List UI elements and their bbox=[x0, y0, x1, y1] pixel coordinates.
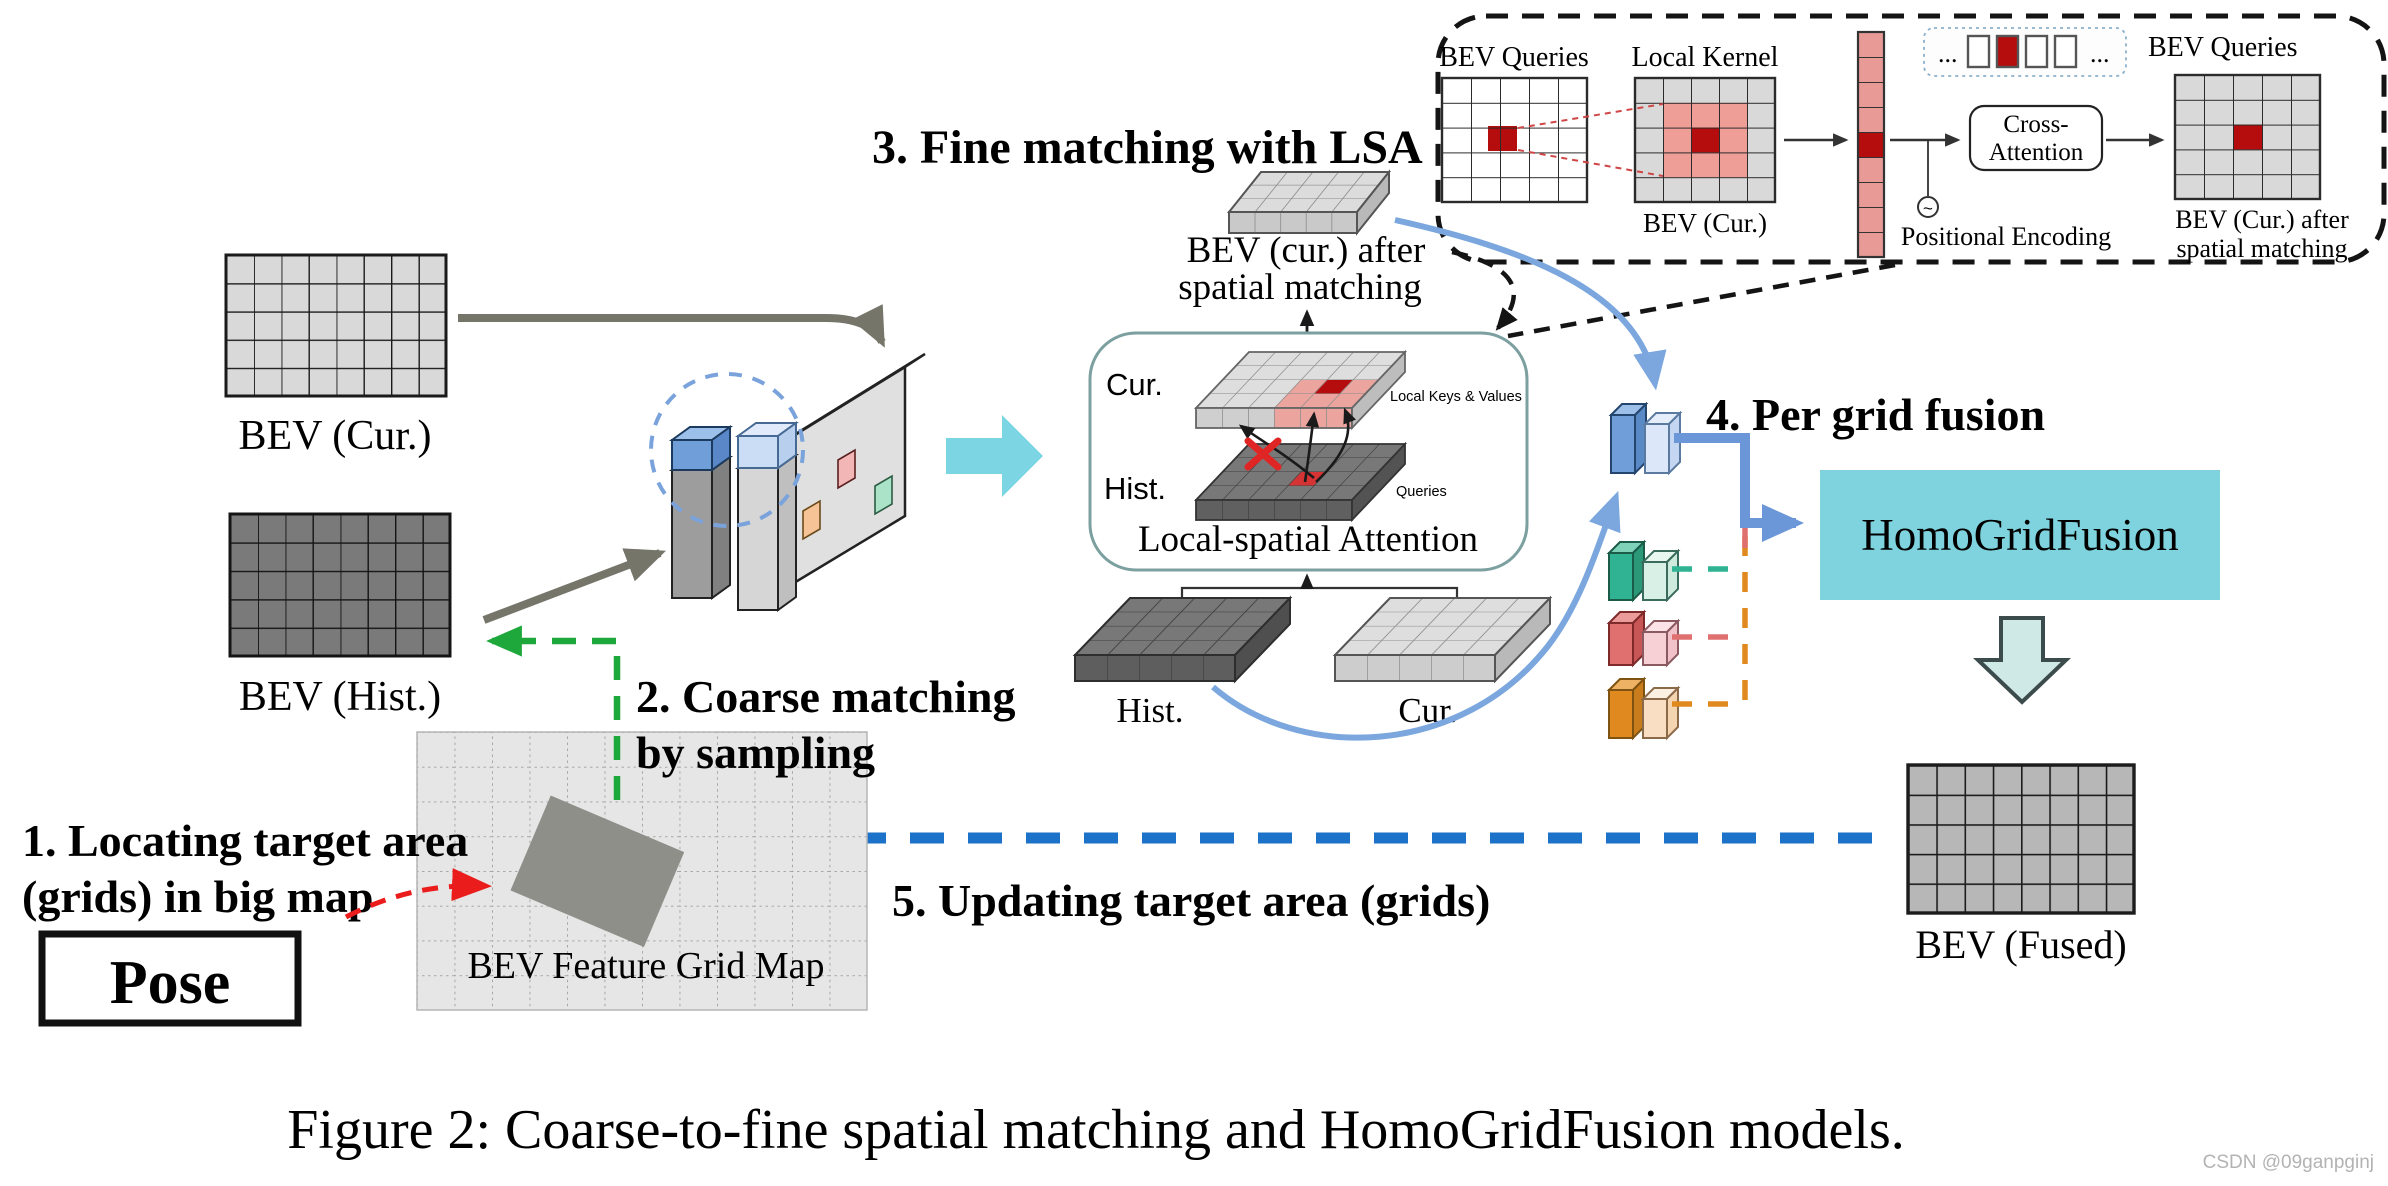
bev-feature-stack bbox=[649, 352, 926, 612]
bev-hist-label: BEV (Hist.) bbox=[239, 674, 441, 720]
inset-local-kernel-grid bbox=[1633, 76, 1777, 204]
lsa-hist-slab bbox=[1193, 441, 1408, 523]
bev-fused-label: BEV (Fused) bbox=[1915, 922, 2126, 967]
coarse-matching-dashed-arrow bbox=[486, 625, 621, 800]
orange-chip bbox=[802, 499, 821, 541]
map-label: BEV Feature Grid Map bbox=[467, 945, 824, 987]
pe-symbol: ~ bbox=[1923, 199, 1933, 218]
dots-right: ... bbox=[2090, 39, 2110, 68]
light-slab-front bbox=[737, 467, 779, 611]
pose-label: Pose bbox=[110, 949, 231, 1017]
inset-callout-line-left bbox=[1451, 249, 1518, 331]
crossed-out-icon bbox=[1244, 437, 1282, 471]
token-cell bbox=[2024, 34, 2049, 69]
cross-attention-box: Cross- Attention bbox=[1968, 104, 2104, 172]
bev-cur-after-slab bbox=[1226, 169, 1392, 236]
cross-attention-line1: Cross- bbox=[2003, 111, 2068, 138]
homogridfusion-box: HomoGridFusion bbox=[1820, 470, 2220, 600]
green-grid-feature-pair bbox=[1606, 539, 1681, 603]
step1-heading-line2: (grids) in big map bbox=[22, 871, 373, 922]
sampled-region-dashed-circle bbox=[649, 372, 805, 528]
queries-label: Queries bbox=[1396, 484, 1447, 500]
blue-curve-hist-to-fusion bbox=[1211, 490, 1621, 741]
kernel-link-dash-bottom bbox=[1517, 149, 1664, 177]
hist-input-slab bbox=[1072, 595, 1293, 684]
dark-slab-front bbox=[671, 469, 713, 599]
step2-heading-line2: by sampling bbox=[636, 727, 875, 778]
fused-output-arrow-icon bbox=[1973, 616, 2071, 705]
target-area-rect bbox=[510, 795, 685, 947]
bev-fused-grid bbox=[1906, 763, 2136, 915]
homogridfusion-label: HomoGridFusion bbox=[1861, 510, 2179, 560]
inset-callout-line-right bbox=[1507, 262, 1896, 339]
lsa-title: Local-spatial Attention bbox=[1138, 519, 1478, 560]
inset-after-label-1: BEV (Cur.) after bbox=[2175, 205, 2349, 234]
blue-curve-after-to-fusion bbox=[1394, 217, 1667, 391]
positional-encoding-label: Positional Encoding bbox=[1901, 222, 2111, 251]
inset-after-label-2: spatial matching bbox=[2176, 234, 2347, 263]
lsa-detail-inset: BEV Queries Local Kernel BEV (Cur.) ~ Po… bbox=[1435, 13, 2387, 265]
lsa-hist-label: Hist. bbox=[1104, 471, 1166, 506]
step2-heading-line1: 2. Coarse matching bbox=[636, 671, 1015, 722]
cyan-block-arrow-icon bbox=[946, 415, 1043, 497]
dots-left: ... bbox=[1938, 39, 1958, 68]
bev-hist-grid bbox=[228, 512, 452, 658]
inset-bev-queries-grid bbox=[1440, 76, 1589, 204]
local-spatial-attention-box: Cur. Hist. Local Keys & Values Queries bbox=[1088, 331, 1529, 572]
light-slab-side bbox=[777, 453, 797, 612]
after-slab-label-2: spatial matching bbox=[1178, 267, 1422, 308]
pose-box: Pose bbox=[38, 930, 302, 1027]
gray-arrow-cur-to-stack bbox=[458, 304, 886, 348]
fusion-connector bbox=[1674, 433, 1804, 543]
step1-heading-line1: 1. Locating target area bbox=[22, 815, 468, 866]
bev-cur-label: BEV (Cur.) bbox=[239, 413, 432, 459]
cur-input-label: Cur. bbox=[1398, 691, 1457, 730]
lightblue-cube-front bbox=[737, 435, 779, 469]
figure-caption: Figure 2: Coarse-to-fine spatial matchin… bbox=[287, 1099, 1905, 1161]
step3-heading: 3. Fine matching with LSA bbox=[872, 121, 1423, 174]
red-grid-feature-pair bbox=[1606, 609, 1681, 668]
token-cell bbox=[1966, 34, 1991, 69]
step4-heading: 4. Per grid fusion bbox=[1706, 389, 2045, 440]
inset-result-grid bbox=[2173, 73, 2322, 201]
gray-arrow-hist-to-stack bbox=[482, 548, 666, 624]
cross-attention-line2: Attention bbox=[1989, 139, 2084, 166]
cur-input-slab bbox=[1332, 595, 1553, 684]
kernel-link-dash-top bbox=[1517, 103, 1664, 129]
kernel-vector-column bbox=[1856, 30, 1886, 259]
step5-heading: 5. Updating target area (grids) bbox=[892, 875, 1490, 926]
lsa-cur-label: Cur. bbox=[1106, 367, 1163, 402]
bev-query-token-strip: ... ... bbox=[1923, 27, 2127, 77]
watermark: CSDN @09ganpginj bbox=[2203, 1152, 2374, 1173]
after-slab-label-1: BEV (cur.) after bbox=[1187, 230, 1426, 271]
pink-chip bbox=[837, 448, 856, 490]
inset-bev-queries-right-label: BEV Queries bbox=[2148, 32, 2298, 63]
inset-bev-queries-label: BEV Queries bbox=[1439, 42, 1589, 73]
attention-arc-3 bbox=[1315, 407, 1357, 483]
bev-cur-grid bbox=[224, 253, 448, 398]
blue-grid-feature-pair bbox=[1608, 401, 1683, 476]
mint-chip bbox=[874, 474, 893, 516]
blue-cube-front bbox=[671, 439, 713, 471]
bev-feature-grid-map: BEV Feature Grid Map bbox=[416, 731, 868, 1011]
inset-local-kernel-label: Local Kernel bbox=[1632, 42, 1779, 73]
local-keys-values-label: Local Keys & Values bbox=[1390, 389, 1522, 405]
attention-arc-2 bbox=[1303, 411, 1320, 483]
positional-encoding-icon bbox=[1917, 196, 1939, 218]
inset-bev-cur-label: BEV (Cur.) bbox=[1643, 208, 1767, 238]
token-cell bbox=[2053, 34, 2078, 69]
hist-input-label: Hist. bbox=[1116, 691, 1183, 730]
token-cell-selected bbox=[1995, 34, 2020, 69]
orange-grid-feature-pair bbox=[1606, 676, 1681, 741]
